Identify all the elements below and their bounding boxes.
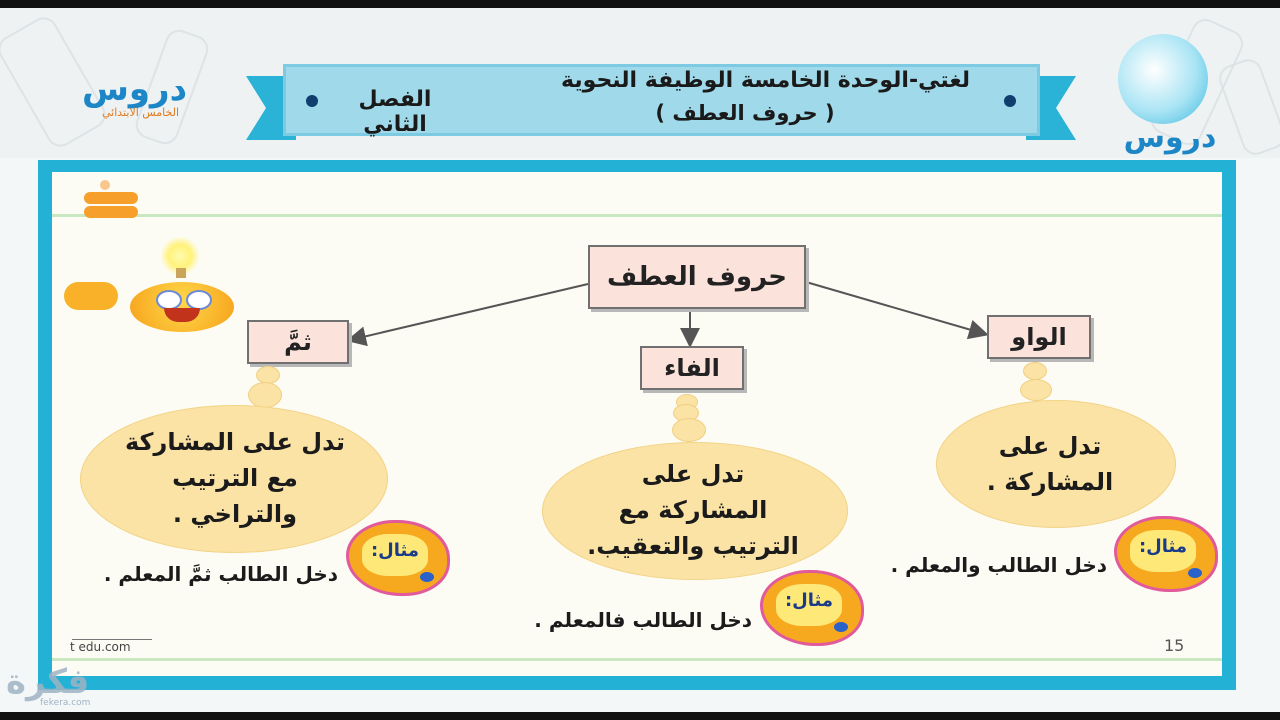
meaning-line: تدل على المشاركة [125, 428, 345, 456]
meaning-text-waw: تدل على المشاركة . [960, 428, 1140, 500]
meaning-line: والتراخي . [172, 500, 298, 528]
example-badge-label: مثال: [1138, 536, 1188, 557]
site-logo: t edu.com [70, 640, 131, 654]
example-badge-thumma: مثال: [346, 520, 450, 596]
meaning-line: مع الترتيب [172, 464, 298, 492]
example-sentence-waw: دخل الطالب والمعلم . [890, 553, 1107, 577]
thought-bubble-dot [672, 418, 706, 442]
example-badge-faa: مثال: [760, 570, 864, 646]
semester-label: الفصل الثاني [358, 87, 432, 137]
logo-right-text: دروس [1123, 120, 1217, 155]
banner-bullet-right [1004, 95, 1016, 107]
logo-right-emblem [1118, 34, 1208, 124]
lesson-title: لغتي-الوحدة الخامسة الوظيفة النحوية [561, 68, 970, 93]
meaning-cloud-faa [542, 442, 848, 580]
meaning-cloud-waw [936, 400, 1176, 528]
meaning-line: الترتيب والتعقيب. [587, 532, 799, 560]
watermark-logo: فكرة [6, 662, 90, 702]
meaning-text-faa: تدل على المشاركة مع الترتيب والتعقيب. [568, 456, 818, 564]
slide-bottom-divider [52, 658, 1222, 661]
watermark-site: fekera.com [40, 698, 91, 708]
banner-bullet-left [306, 95, 318, 107]
thought-bubble-dot [248, 382, 282, 408]
example-badge-label: مثال: [784, 590, 834, 611]
logo-left: دروس الخامس الابتدائي [82, 72, 202, 119]
thought-bubble-dot [1020, 379, 1052, 401]
diagram-root-box: حروف العطف [588, 245, 806, 309]
page-number: 15 [1164, 636, 1185, 655]
meaning-line: تدل على [641, 460, 745, 488]
slide-corner-logo [80, 180, 142, 222]
bottom-letterbox [0, 712, 1280, 720]
branch-box-thumma: ثمَّ [247, 320, 349, 364]
top-letterbox [0, 0, 1280, 8]
meaning-line: تدل على [998, 432, 1102, 460]
example-badge-label: مثال: [370, 540, 420, 561]
example-badge-waw: مثال: [1114, 516, 1218, 592]
meaning-cloud-thumma [80, 405, 388, 553]
badge-eye-icon [1188, 568, 1202, 578]
pointing-hand-icon [64, 282, 118, 310]
badge-eye-icon [834, 622, 848, 632]
badge-eye-icon [420, 572, 434, 582]
thought-bubble-dot [1023, 362, 1047, 380]
meaning-line: المشاركة . [986, 468, 1114, 496]
title-banner [283, 64, 1040, 136]
example-sentence-thumma: دخل الطالب ثمَّ المعلم . [103, 562, 338, 586]
meaning-line: المشاركة مع [618, 496, 768, 524]
smiley-icon [130, 282, 234, 332]
branch-box-waw: الواو [987, 315, 1091, 359]
branch-box-faa: الفاء [640, 346, 744, 390]
slide-top-divider [52, 214, 1222, 217]
meaning-text-thumma: تدل على المشاركة مع الترتيب والتراخي . [100, 424, 370, 532]
site-logo-line [72, 639, 152, 640]
logo-right: دروس [1110, 28, 1220, 158]
logo-left-text: دروس [82, 69, 188, 109]
logo-left-subtitle: الخامس الابتدائي [102, 106, 180, 119]
lesson-subtitle: ( حروف العطف ) [655, 101, 835, 125]
example-sentence-faa: دخل الطالب فالمعلم . [534, 608, 752, 632]
lightbulb-base [176, 268, 186, 278]
